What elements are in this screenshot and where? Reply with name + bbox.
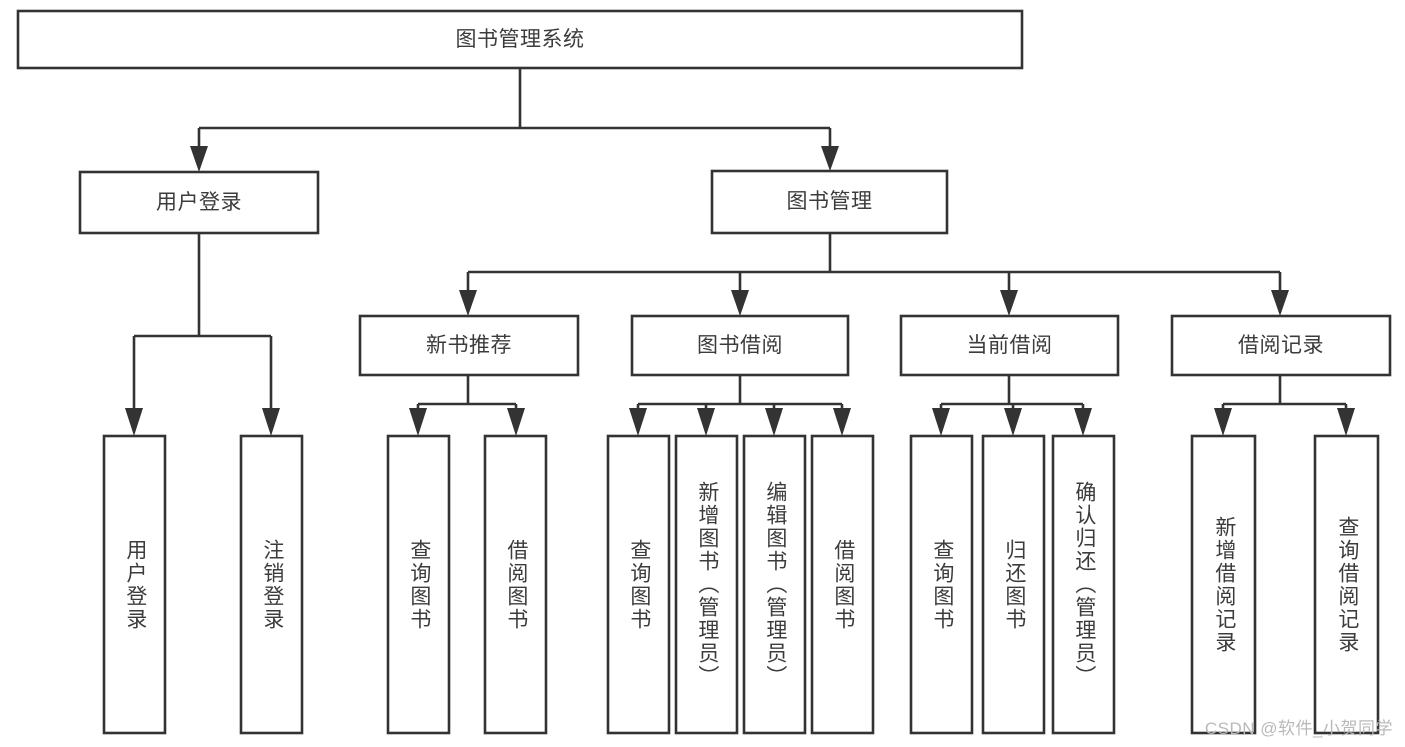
node-box-leaf-new-book-1[interactable] (483, 434, 548, 735)
arrow-head-leaf-book-borrow-0 (629, 408, 647, 436)
arrow-head-new-book-recommend (459, 290, 477, 316)
arrow-head-book-management (821, 146, 839, 171)
node-box-leaf-current-borrow-2[interactable] (1051, 434, 1116, 735)
arrow-head-leaf-new-book-1 (507, 408, 525, 436)
arrow-head-current-borrow (1000, 290, 1018, 316)
node-box-leaf-current-borrow-1[interactable] (981, 434, 1046, 735)
arrow-head-leaf-user-login-0 (125, 408, 143, 436)
arrow-head-leaf-book-borrow-2 (765, 408, 783, 436)
node-box-new-book-recommend[interactable] (358, 314, 580, 377)
node-box-leaf-book-borrow-2[interactable] (742, 434, 807, 735)
arrow-head-leaf-new-book-0 (409, 408, 427, 436)
arrow-head-leaf-current-borrow-0 (932, 408, 950, 436)
arrow-head-book-borrow (731, 290, 749, 316)
arrow-head-user-login (190, 146, 208, 172)
node-box-leaf-new-book-0[interactable] (386, 434, 451, 735)
arrow-head-leaf-user-login-1 (262, 408, 280, 436)
arrow-head-leaf-borrow-record-0 (1214, 408, 1232, 436)
arrow-head-borrow-record (1271, 290, 1289, 316)
arrow-head-leaf-current-borrow-1 (1004, 408, 1022, 436)
node-box-leaf-user-login-1[interactable] (239, 434, 304, 735)
node-box-leaf-book-borrow-0[interactable] (606, 434, 671, 735)
node-box-leaf-current-borrow-0[interactable] (909, 434, 974, 735)
arrow-head-leaf-borrow-record-1 (1337, 408, 1355, 436)
arrow-head-leaf-current-borrow-2 (1074, 408, 1092, 436)
node-box-leaf-user-login-0[interactable] (102, 434, 167, 735)
node-box-book-management[interactable] (710, 169, 949, 235)
node-box-leaf-book-borrow-3[interactable] (810, 434, 875, 735)
node-box-leaf-book-borrow-1[interactable] (674, 434, 739, 735)
node-box-root[interactable] (16, 9, 1024, 70)
arrow-head-leaf-book-borrow-3 (833, 408, 851, 436)
node-box-borrow-record[interactable] (1170, 314, 1392, 377)
arrow-head-leaf-book-borrow-1 (697, 408, 715, 436)
node-box-leaf-borrow-record-1[interactable] (1313, 434, 1380, 735)
node-box-user-login[interactable] (78, 170, 320, 235)
node-box-current-borrow[interactable] (899, 314, 1120, 377)
node-box-book-borrow[interactable] (630, 314, 850, 377)
node-box-leaf-borrow-record-0[interactable] (1190, 434, 1257, 735)
